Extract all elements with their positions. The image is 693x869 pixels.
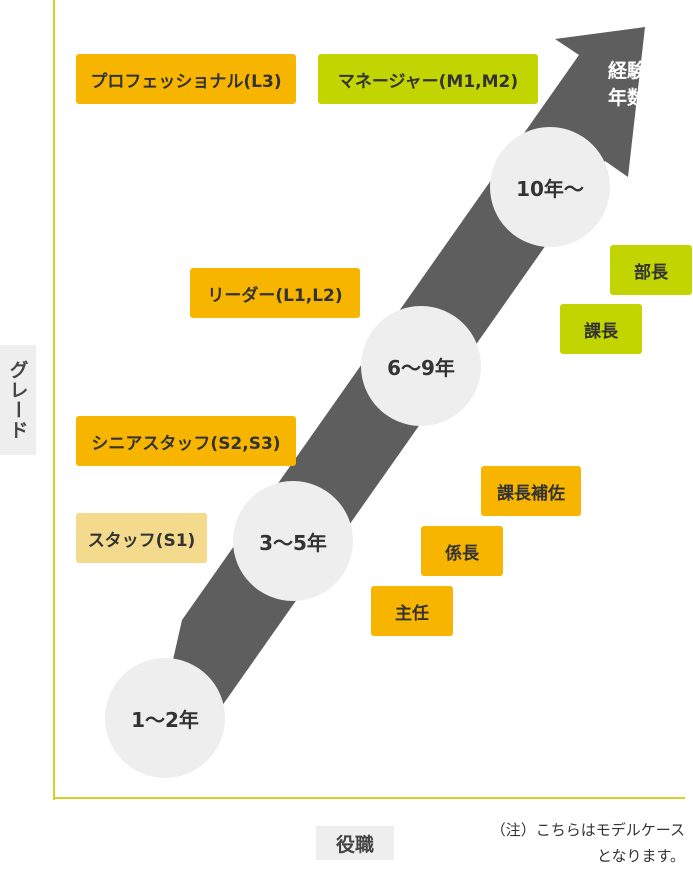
stage-circle-3-5: 3〜5年 <box>233 481 353 601</box>
stage-circle-1-2: 1〜2年 <box>105 658 225 778</box>
position-kakaricho: 係長 <box>421 526 503 576</box>
x-axis-line <box>53 797 685 799</box>
grade-leader: リーダー(L1,L2) <box>190 268 360 318</box>
grade-staff: スタッフ(S1) <box>76 513 207 563</box>
position-kacho-hosa: 課長補佐 <box>481 466 581 516</box>
position-bucho: 部長 <box>610 245 692 295</box>
experience-years-label: 経験 年数 <box>607 60 646 109</box>
stage-circle-10plus: 10年〜 <box>490 127 610 247</box>
grade-senior-staff: シニアスタッフ(S2,S3) <box>76 416 296 466</box>
stage-circle-6-9: 6〜9年 <box>361 306 481 426</box>
x-axis-label: 役職 <box>316 826 394 860</box>
y-axis-line <box>53 0 55 800</box>
position-shunin: 主任 <box>371 586 453 636</box>
grade-manager: マネージャー(M1,M2) <box>318 54 538 104</box>
grade-professional: プロフェッショナル(L3) <box>76 54 296 104</box>
footnote: （注）こちらはモデルケースとなります。 <box>490 821 685 865</box>
position-kacho: 課長 <box>560 304 642 354</box>
y-axis-label: グレード <box>0 345 36 455</box>
